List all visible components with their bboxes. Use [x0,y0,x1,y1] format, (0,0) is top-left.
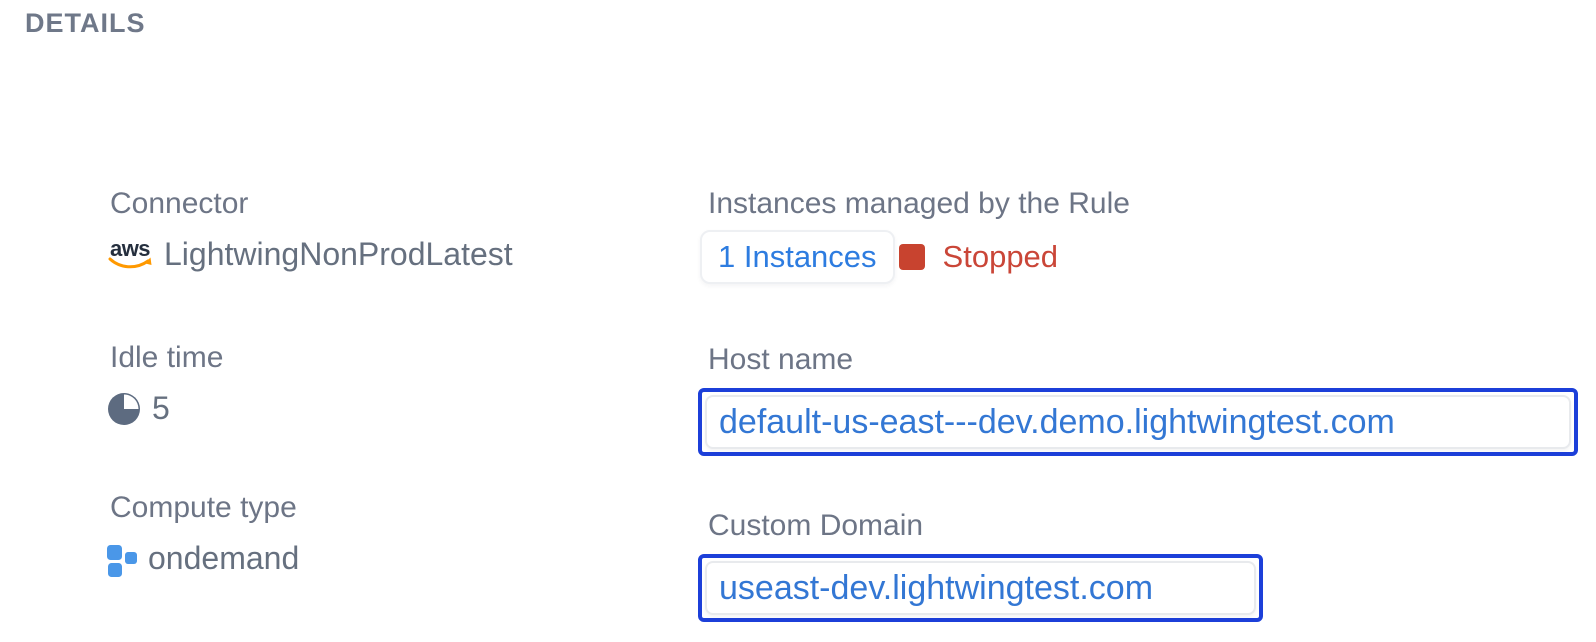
aws-icon: aws [106,235,154,271]
connector-value: LightwingNonProdLatest [164,236,513,272]
field-idle-time: Idle time 5 [108,340,224,427]
pie-chart-icon [108,392,140,425]
compute-type-label: Compute type [110,491,297,524]
section-title: DETAILS [25,8,146,38]
field-instances: Instances managed by the Rule 1 Instance… [700,186,1130,284]
idle-time-value: 5 [152,390,170,426]
instances-count-text: 1 Instances [718,239,877,274]
connector-label: Connector [110,187,249,220]
field-connector: Connector aws LightwingNonProdLatest [108,186,513,273]
host-name-highlight-box: default-us-east---dev.demo.lightwingtest… [698,388,1578,456]
instances-count-link[interactable]: 1 Instances [700,230,895,284]
host-name-value-chip[interactable]: default-us-east---dev.demo.lightwingtest… [705,395,1571,449]
custom-domain-highlight-box: useast-dev.lightwingtest.com [698,554,1263,622]
instances-status-text: Stopped [942,239,1059,274]
aws-logo-text: aws [109,235,151,261]
custom-domain-value-chip[interactable]: useast-dev.lightwingtest.com [705,561,1256,615]
compute-squares-icon [107,544,137,577]
host-name-link[interactable]: default-us-east---dev.demo.lightwingtest… [719,403,1395,441]
field-custom-domain: Custom Domain useast-dev.lightwingtest.c… [698,508,1263,622]
field-compute-type: Compute type ondemand [107,490,300,577]
custom-domain-link[interactable]: useast-dev.lightwingtest.com [719,569,1154,607]
host-name-label: Host name [708,343,854,376]
stopped-square-icon [898,244,925,270]
custom-domain-label: Custom Domain [708,509,924,542]
aws-smile-swoosh [108,257,152,268]
idle-time-label: Idle time [110,341,224,374]
compute-type-value: ondemand [148,540,300,576]
field-host-name: Host name default-us-east---dev.demo.lig… [698,342,1578,456]
instances-label: Instances managed by the Rule [708,187,1130,220]
